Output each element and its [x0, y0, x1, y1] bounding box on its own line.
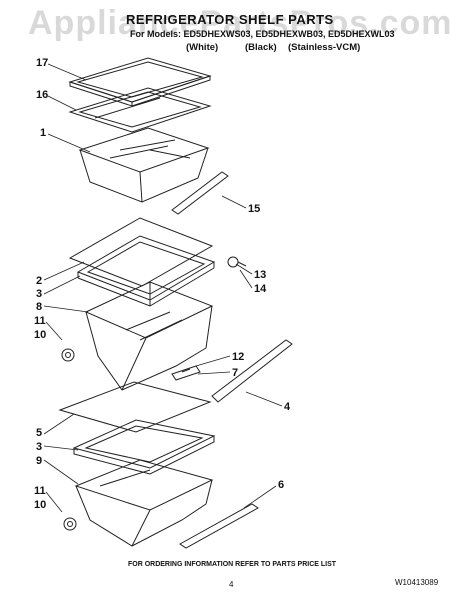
part-7-clip — [171, 365, 201, 381]
callout-14: 14 — [254, 283, 267, 295]
callout-4: 4 — [284, 401, 291, 413]
callout-9: 9 — [36, 455, 42, 467]
callout-7: 7 — [232, 367, 238, 379]
part-5-glass-cover — [58, 381, 212, 433]
variant-stainless: (Stainless-VCM) — [288, 42, 361, 53]
part-16-glass-insert — [68, 87, 212, 133]
ordering-note: FOR ORDERING INFORMATION REFER TO PARTS … — [127, 561, 337, 568]
callout-10: 10 — [34, 329, 46, 341]
callout-1: 1 — [40, 127, 46, 139]
part-1-crisper-pan — [78, 127, 210, 203]
watermark-logo: AppliancePartsPros.com — [28, 4, 453, 42]
callout-16: 16 — [36, 89, 48, 101]
part-6-rod — [179, 503, 259, 549]
variant-black: (Black) — [245, 42, 277, 53]
page-title: REFRIGERATOR SHELF PARTS — [126, 12, 334, 27]
part-3-cover-frame — [76, 235, 216, 307]
part-17-shelf-frame — [68, 57, 212, 107]
callout-12: 12 — [232, 351, 244, 363]
callout-6: 6 — [278, 479, 284, 491]
part-3-lower-frame — [72, 419, 216, 475]
part-13-screw — [227, 256, 247, 268]
model-list: For Models: ED5DHEXWS03, ED5DHEXWB03, ED… — [130, 29, 395, 39]
page-number: 4 — [229, 580, 234, 589]
callout-10b: 10 — [34, 499, 46, 511]
document-number: W10413089 — [395, 578, 439, 587]
callout-3: 3 — [36, 288, 42, 300]
part-9-drawer — [74, 459, 214, 547]
callout-11b: 11 — [34, 485, 46, 497]
part-4-rod — [211, 339, 293, 403]
part-10-lower-bolt — [63, 517, 77, 531]
part-15-rod — [171, 171, 229, 215]
part-10-bolt — [61, 348, 75, 362]
variant-white: (White) — [186, 42, 219, 53]
callout-17: 17 — [36, 57, 48, 69]
callout-13: 13 — [254, 269, 266, 281]
callout-3b: 3 — [36, 441, 42, 453]
callout-15: 15 — [248, 203, 260, 215]
part-2-glass-cover — [68, 217, 214, 287]
callout-11: 11 — [34, 315, 46, 327]
callout-5: 5 — [36, 427, 42, 439]
part-8-drawer — [84, 281, 214, 391]
callout-2: 2 — [36, 275, 42, 287]
callout-8: 8 — [36, 301, 42, 313]
